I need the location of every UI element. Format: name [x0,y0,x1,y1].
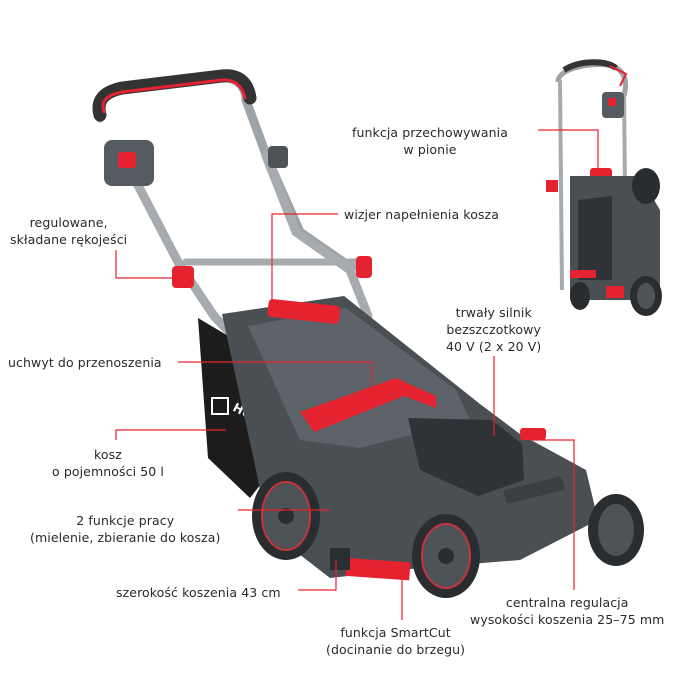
callout-carry [178,361,373,396]
label-storage: funkcja przechowywania w pionie [352,124,508,158]
label-motor: trwały silnik bezszczotkowy 40 V (2 x 20… [446,304,541,355]
front-wheel-right [588,494,644,566]
handle-bar [92,69,373,371]
rear-wheel [252,472,320,560]
label-carry: uchwyt do przenoszenia [8,354,162,371]
label-width: szerokość koszenia 43 cm [116,584,281,601]
label-modes-line1: 2 funkcje pracy [76,513,175,528]
label-storage-line1: funkcja przechowywania [352,125,508,140]
main-mower: HORTMASZ [92,69,644,598]
handle-joint [268,146,288,168]
label-basket-line2: o pojemności 50 l [52,464,164,479]
power-switch-box [104,140,154,186]
label-height-line1: centralna regulacja [505,595,629,610]
callout-viewer [271,213,338,302]
callout-basket [115,429,226,440]
label-smartcut: funkcja SmartCut (docinanie do brzegu) [326,624,465,658]
height-lever [520,428,546,440]
front-wheel-left [412,514,480,598]
label-basket-line1: kosz [94,447,122,462]
label-carry-text: uchwyt do przenoszenia [8,355,162,370]
label-handles-line2: składane rękojeści [10,232,128,247]
label-modes: 2 funkcje pracy (mielenie, zbieranie do … [30,512,221,546]
label-smartcut-line1: funkcja SmartCut [340,625,451,640]
width-badge [330,548,350,570]
label-modes-line2: (mielenie, zbieranie do kosza) [30,530,221,545]
fill-viewer [267,299,341,324]
folded-mower [546,59,662,316]
label-viewer: wizjer napełnienia kosza [344,206,499,223]
label-basket: kosz o pojemności 50 l [52,446,164,480]
front-brand-badge [503,476,565,504]
label-handles-line1: regulowane, [29,215,108,230]
battery-compartment [408,418,524,496]
callout-storage [538,129,599,168]
carry-handle [300,378,436,432]
label-handles: regulowane, składane rękojeści [10,214,127,248]
label-width-text: szerokość koszenia 43 cm [116,585,281,600]
label-height-line2: wysokości koszenia 25–75 mm [470,612,665,627]
callout-height [532,439,575,590]
label-height: centralna regulacja wysokości koszenia 2… [470,594,664,628]
label-motor-line3: 40 V (2 x 20 V) [446,339,542,354]
label-smartcut-line2: (docinanie do brzegu) [326,642,466,657]
smartcut-badge [345,557,411,581]
label-motor-line2: bezszczotkowy [446,322,541,337]
label-viewer-text: wizjer napełnienia kosza [344,207,499,222]
callout-handles [115,250,178,279]
callout-lines [115,129,599,620]
callout-width [298,560,337,591]
label-motor-line1: trwały silnik [455,305,532,320]
label-storage-line2: w pionie [403,142,457,157]
folding-knob-right [356,256,372,278]
folding-knob-left [172,266,194,288]
